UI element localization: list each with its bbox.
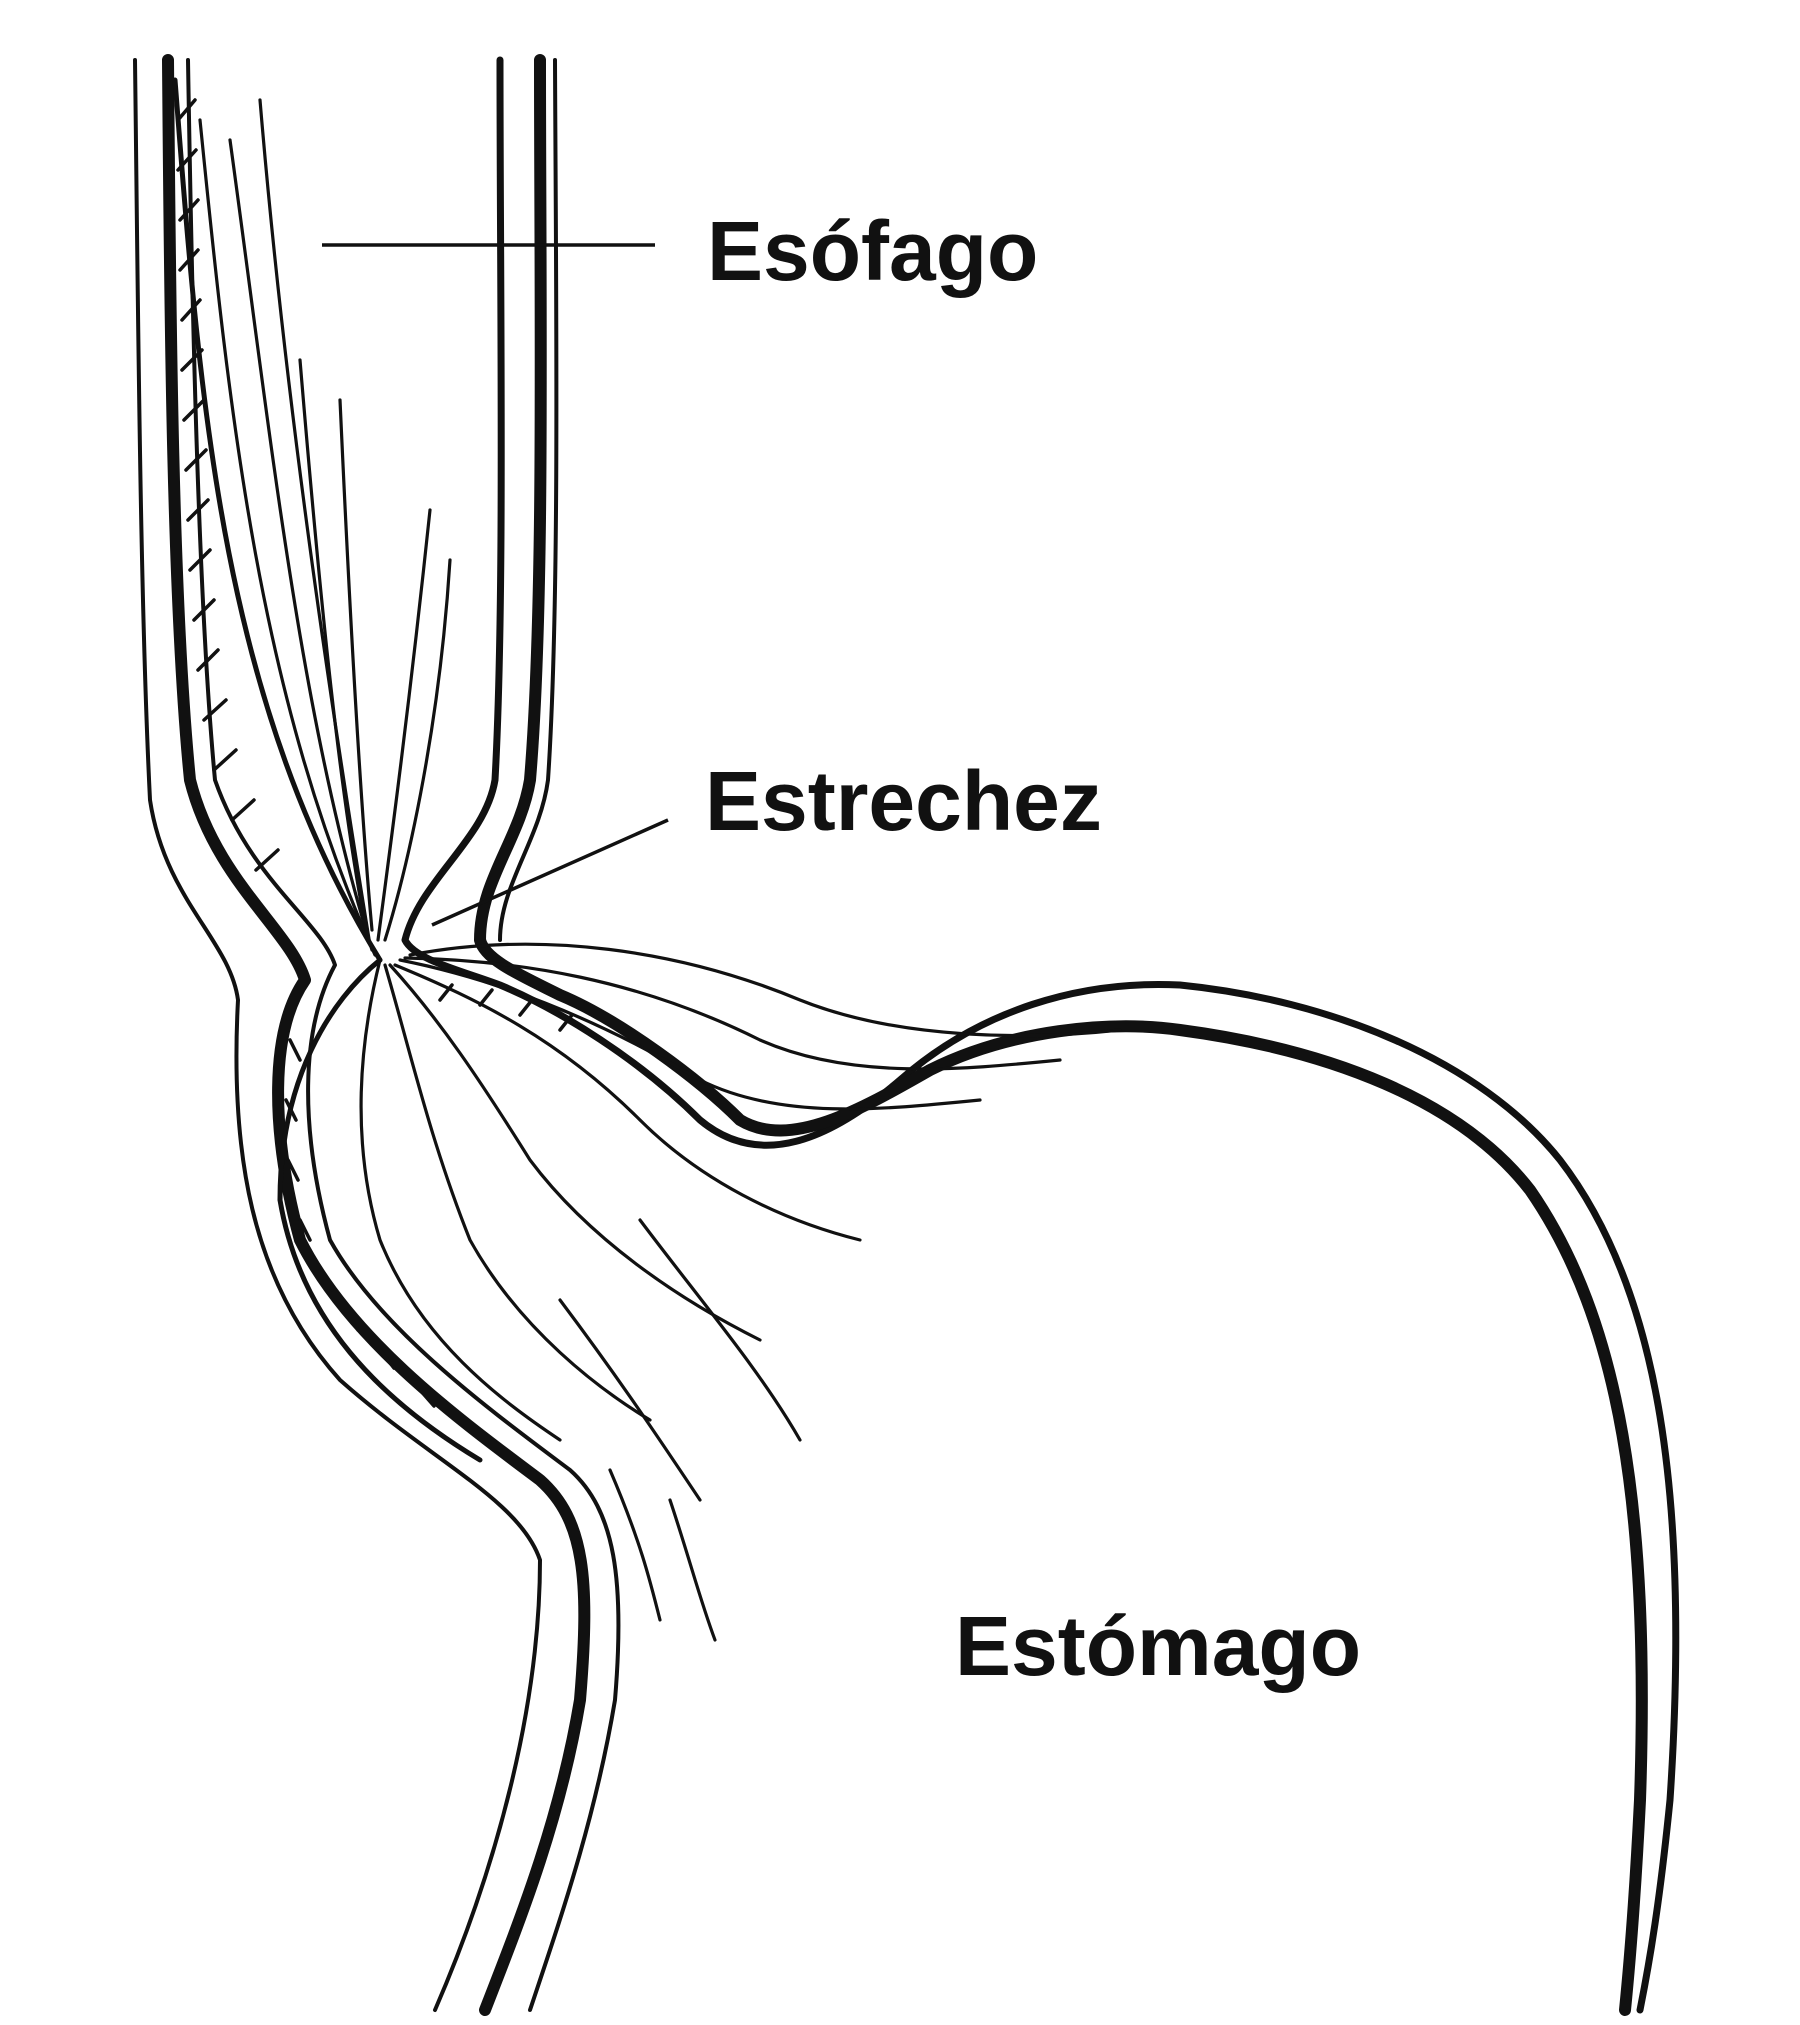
estrechez-label: Estrechez <box>705 754 1102 848</box>
estomago-label: Estómago <box>955 1599 1361 1693</box>
wall-hatching <box>176 98 574 1408</box>
mucosal-folds <box>172 77 1122 1642</box>
esofago-label: Esófago <box>707 204 1038 298</box>
estrechez-leader <box>431 818 669 927</box>
left-wall <box>133 54 621 2016</box>
right-wall <box>401 54 1680 2016</box>
